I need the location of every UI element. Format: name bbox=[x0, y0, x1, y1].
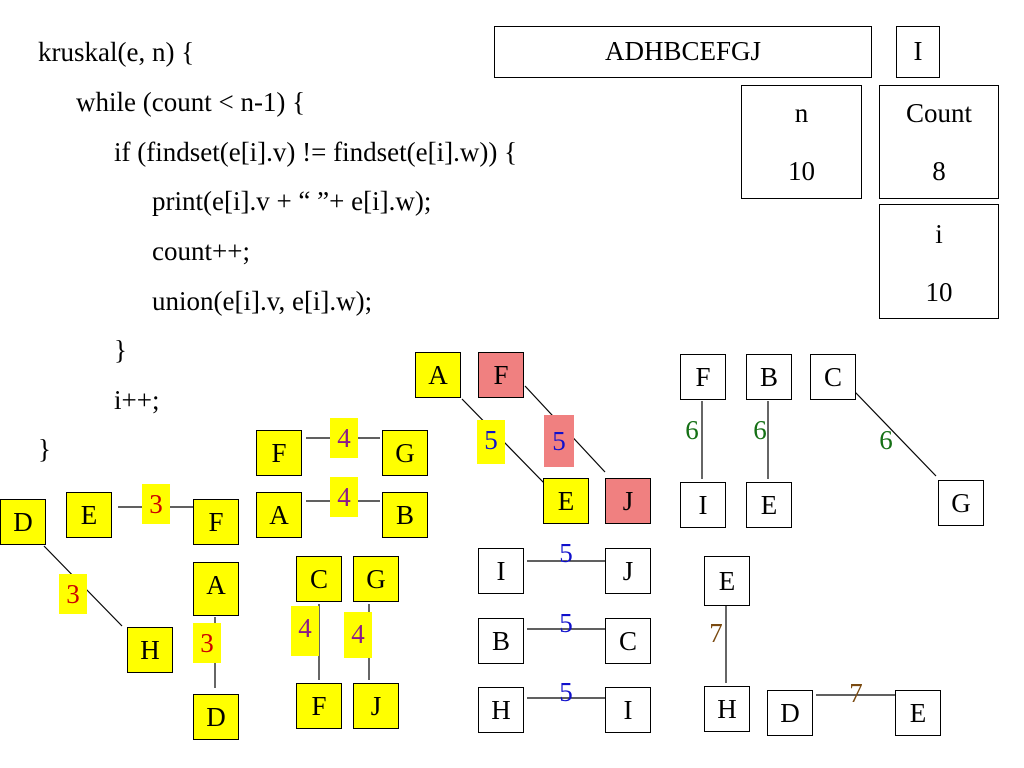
weight-A-B: 4 bbox=[330, 477, 358, 517]
node-A: A bbox=[415, 352, 461, 398]
node-H: H bbox=[478, 687, 524, 733]
node-F: F bbox=[296, 683, 342, 729]
node-I: I bbox=[478, 548, 524, 594]
node-F: F bbox=[256, 430, 302, 476]
code-line-2: while (count < n-1) { bbox=[76, 87, 306, 117]
weight-E-F: 3 bbox=[142, 484, 170, 524]
node-D: D bbox=[0, 499, 46, 545]
i-label: i bbox=[935, 219, 943, 249]
node-E: E bbox=[543, 478, 589, 524]
n-label: n bbox=[794, 98, 809, 128]
edge-line-C-G bbox=[854, 391, 937, 477]
weight-D-H: 3 bbox=[59, 574, 87, 614]
weight-E-H: 7 bbox=[709, 618, 723, 648]
node-C: C bbox=[810, 354, 856, 400]
weight-C-G: 6 bbox=[879, 425, 893, 455]
node-B: B bbox=[746, 354, 792, 400]
code-line-6: union(e[i].v, e[i].w); bbox=[152, 286, 373, 316]
weight-B-E: 6 bbox=[753, 415, 767, 445]
node-G: G bbox=[353, 556, 399, 602]
weight-F-G: 4 bbox=[330, 418, 358, 458]
node-E: E bbox=[66, 492, 112, 538]
weight-D-E: 7 bbox=[849, 678, 863, 708]
node-E: E bbox=[704, 556, 750, 606]
code-line-5: count++; bbox=[152, 236, 250, 266]
node-A: A bbox=[256, 492, 302, 538]
weight-I-J: 5 bbox=[559, 538, 573, 568]
node-E: E bbox=[746, 482, 792, 528]
node-H: H bbox=[704, 686, 750, 732]
node-F: F bbox=[680, 354, 726, 400]
count-value: 8 bbox=[932, 156, 946, 186]
n-variable-box: n 10 bbox=[741, 85, 862, 199]
node-D: D bbox=[193, 694, 239, 740]
current-edge-label: I bbox=[913, 36, 923, 66]
node-C: C bbox=[296, 556, 342, 602]
node-I: I bbox=[680, 482, 726, 528]
weight-F-J: 5 bbox=[544, 415, 574, 467]
code-line-7: } bbox=[114, 335, 127, 365]
weight-H-I: 5 bbox=[559, 677, 573, 707]
pseudocode: kruskal(e, n) { while (count < n-1) { if… bbox=[0, 0, 680, 480]
node-G: G bbox=[938, 480, 984, 526]
weight-A-D: 3 bbox=[193, 623, 221, 663]
output-sequence-box: ADHBCEFGJ bbox=[494, 26, 872, 78]
node-A: A bbox=[193, 562, 239, 616]
node-D: D bbox=[767, 690, 813, 736]
node-F: F bbox=[478, 352, 524, 398]
node-G: G bbox=[382, 430, 428, 476]
node-I: I bbox=[605, 687, 651, 733]
node-B: B bbox=[478, 618, 524, 664]
node-B: B bbox=[382, 492, 428, 538]
weight-F-I: 6 bbox=[685, 415, 699, 445]
node-H: H bbox=[127, 627, 173, 673]
i-value: 10 bbox=[925, 277, 953, 307]
code-line-9: } bbox=[38, 434, 51, 464]
code-line-8: i++; bbox=[114, 385, 160, 415]
node-J: J bbox=[605, 548, 651, 594]
output-sequence: ADHBCEFGJ bbox=[604, 36, 762, 66]
code-line-1: kruskal(e, n) { bbox=[38, 37, 195, 67]
current-edge-box: I bbox=[896, 26, 940, 78]
count-variable-box: Count 8 bbox=[879, 85, 999, 199]
weight-C-F: 4 bbox=[291, 606, 319, 656]
weight-G-J: 4 bbox=[344, 612, 372, 658]
weight-B-C: 5 bbox=[559, 608, 573, 638]
node-J: J bbox=[605, 478, 651, 524]
code-line-3: if (findset(e[i].v) != findset(e[i].w)) … bbox=[114, 137, 518, 167]
n-value: 10 bbox=[788, 156, 815, 186]
node-J: J bbox=[353, 683, 399, 729]
weight-A-E: 5 bbox=[477, 420, 505, 464]
count-label: Count bbox=[905, 98, 972, 128]
node-F: F bbox=[193, 499, 239, 545]
node-C: C bbox=[605, 618, 651, 664]
code-line-4: print(e[i].v + “ ”+ e[i].w); bbox=[152, 186, 432, 216]
node-E: E bbox=[895, 690, 941, 736]
i-variable-box: i 10 bbox=[879, 204, 999, 319]
